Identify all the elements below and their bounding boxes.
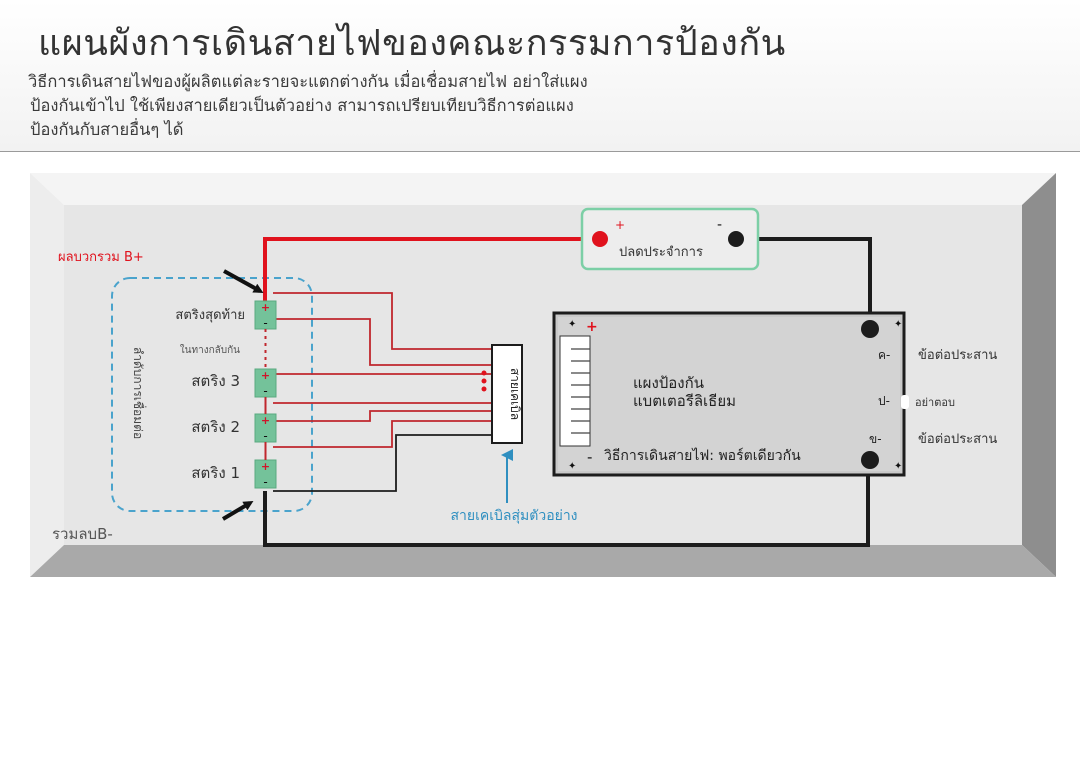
svg-text:✦: ✦ — [894, 319, 902, 330]
load-minus-sign: - — [717, 217, 722, 233]
svg-text:+: + — [261, 414, 270, 427]
battery-stack: + - + - + - + - — [254, 300, 277, 489]
negative-main-wire — [263, 461, 870, 547]
svg-text:✦: ✦ — [568, 319, 576, 330]
board-b-terminal — [861, 451, 879, 469]
svg-text:-: - — [263, 316, 267, 330]
svg-text:-: - — [263, 384, 267, 398]
total-negative-label: รวมลบB- — [52, 525, 113, 543]
load-plus-sign: + — [615, 218, 625, 232]
string-last-label: สตริงสุดท้าย — [175, 308, 245, 323]
positive-main-wire — [263, 237, 600, 301]
load-negative-terminal — [728, 231, 744, 247]
right-label-c: ข้อต่อประสาน — [918, 348, 997, 363]
negative-pointer-arrow — [221, 500, 254, 521]
frame-left-bevel — [30, 173, 64, 577]
port-c-label: ค- — [878, 348, 890, 362]
board-title-line-2: แบตเตอรีลิเธียม — [633, 392, 736, 410]
svg-text:✦: ✦ — [894, 461, 902, 472]
series-order-label: ลำดับการเชื่อมต่อ — [131, 347, 147, 439]
load-positive-terminal — [592, 231, 608, 247]
svg-text:+: + — [261, 301, 270, 314]
string-3-label: สตริง 3 — [191, 372, 240, 390]
svg-text:+: + — [261, 460, 270, 473]
board-minus-sign: - — [587, 448, 592, 466]
string-1-label: สตริง 1 — [191, 464, 240, 482]
cable-connector — [491, 344, 523, 444]
port-b-label: ข- — [869, 432, 882, 446]
wiring-method-label: วิธีการเดินสายไฟ: พอร์ตเดียวกัน — [604, 447, 801, 464]
wire-dot — [481, 386, 487, 392]
sample-wire — [273, 420, 492, 448]
right-label-b: ข้อต่อประสาน — [918, 432, 997, 447]
header: แผนผังการเดินสายไฟของคณะกรรมการป้องกัน ว… — [0, 0, 1080, 152]
total-positive-label: ผลบวกรวม B+ — [58, 250, 144, 265]
svg-text:+: + — [261, 369, 270, 382]
protection-board: ✦ ✦ ✦ ✦ + - แผงป้องกัน แบตเตอรีลิเธียม ว… — [552, 311, 909, 477]
string-2-label: สตริง 2 — [191, 418, 240, 436]
description-line-2: ป้องกันเข้าไป ใช้เพียงสายเดียวเป็นตัวอย่… — [30, 96, 574, 115]
svg-text:-: - — [263, 429, 267, 443]
page-title: แผนผังการเดินสายไฟของคณะกรรมการป้องกัน — [38, 23, 786, 64]
description: วิธีการเดินสายไฟของผู้ผลิตแต่ละรายจะแตกต… — [28, 70, 1028, 142]
frame-bottom-bevel — [30, 545, 1056, 577]
wire-dot — [481, 370, 487, 376]
load-negative-wire — [736, 237, 872, 329]
sample-wire — [273, 410, 492, 422]
frame-top-bevel — [30, 173, 1056, 205]
board-c-terminal — [861, 320, 879, 338]
board-plus-sign: + — [586, 319, 598, 335]
reverse-order-label: ในทางกลับกัน — [180, 344, 240, 356]
svg-text:✦: ✦ — [568, 461, 576, 472]
svg-text:-: - — [263, 475, 267, 489]
board-title-line-1: แผงป้องกัน — [633, 374, 704, 392]
wiring-diagram: สายเคเบิล สายเคเบิลสุ่มตัวอย่าง + - + - … — [30, 173, 1056, 577]
description-line-1: วิธีการเดินสายไฟของผู้ผลิตแต่ละรายจะแตกต… — [28, 72, 588, 91]
battery-group-box — [111, 277, 313, 512]
wiring-diagram-svg: สายเคเบิล สายเคเบิลสุ่มตัวอย่าง + - + - … — [30, 173, 1056, 577]
port-p-label: ป- — [878, 394, 890, 408]
sample-wire — [273, 318, 492, 366]
load-label: ปลดประจำการ — [619, 245, 703, 260]
description-line-3: ป้องกันกับสายอื่นๆ ได้ — [30, 120, 184, 139]
positive-pointer-arrow — [223, 269, 264, 293]
sample-wire — [273, 434, 492, 492]
sample-wire — [273, 292, 492, 350]
frame-right-bevel — [1022, 173, 1056, 577]
load-box — [580, 207, 760, 271]
board-balance-port — [559, 335, 591, 447]
right-label-p: อย่าตอบ — [915, 396, 955, 409]
sample-cable-label: สายเคเบิลสุ่มตัวอย่าง — [450, 508, 577, 524]
cable-label: สายเคเบิล — [508, 368, 522, 420]
wire-dot — [481, 378, 487, 384]
